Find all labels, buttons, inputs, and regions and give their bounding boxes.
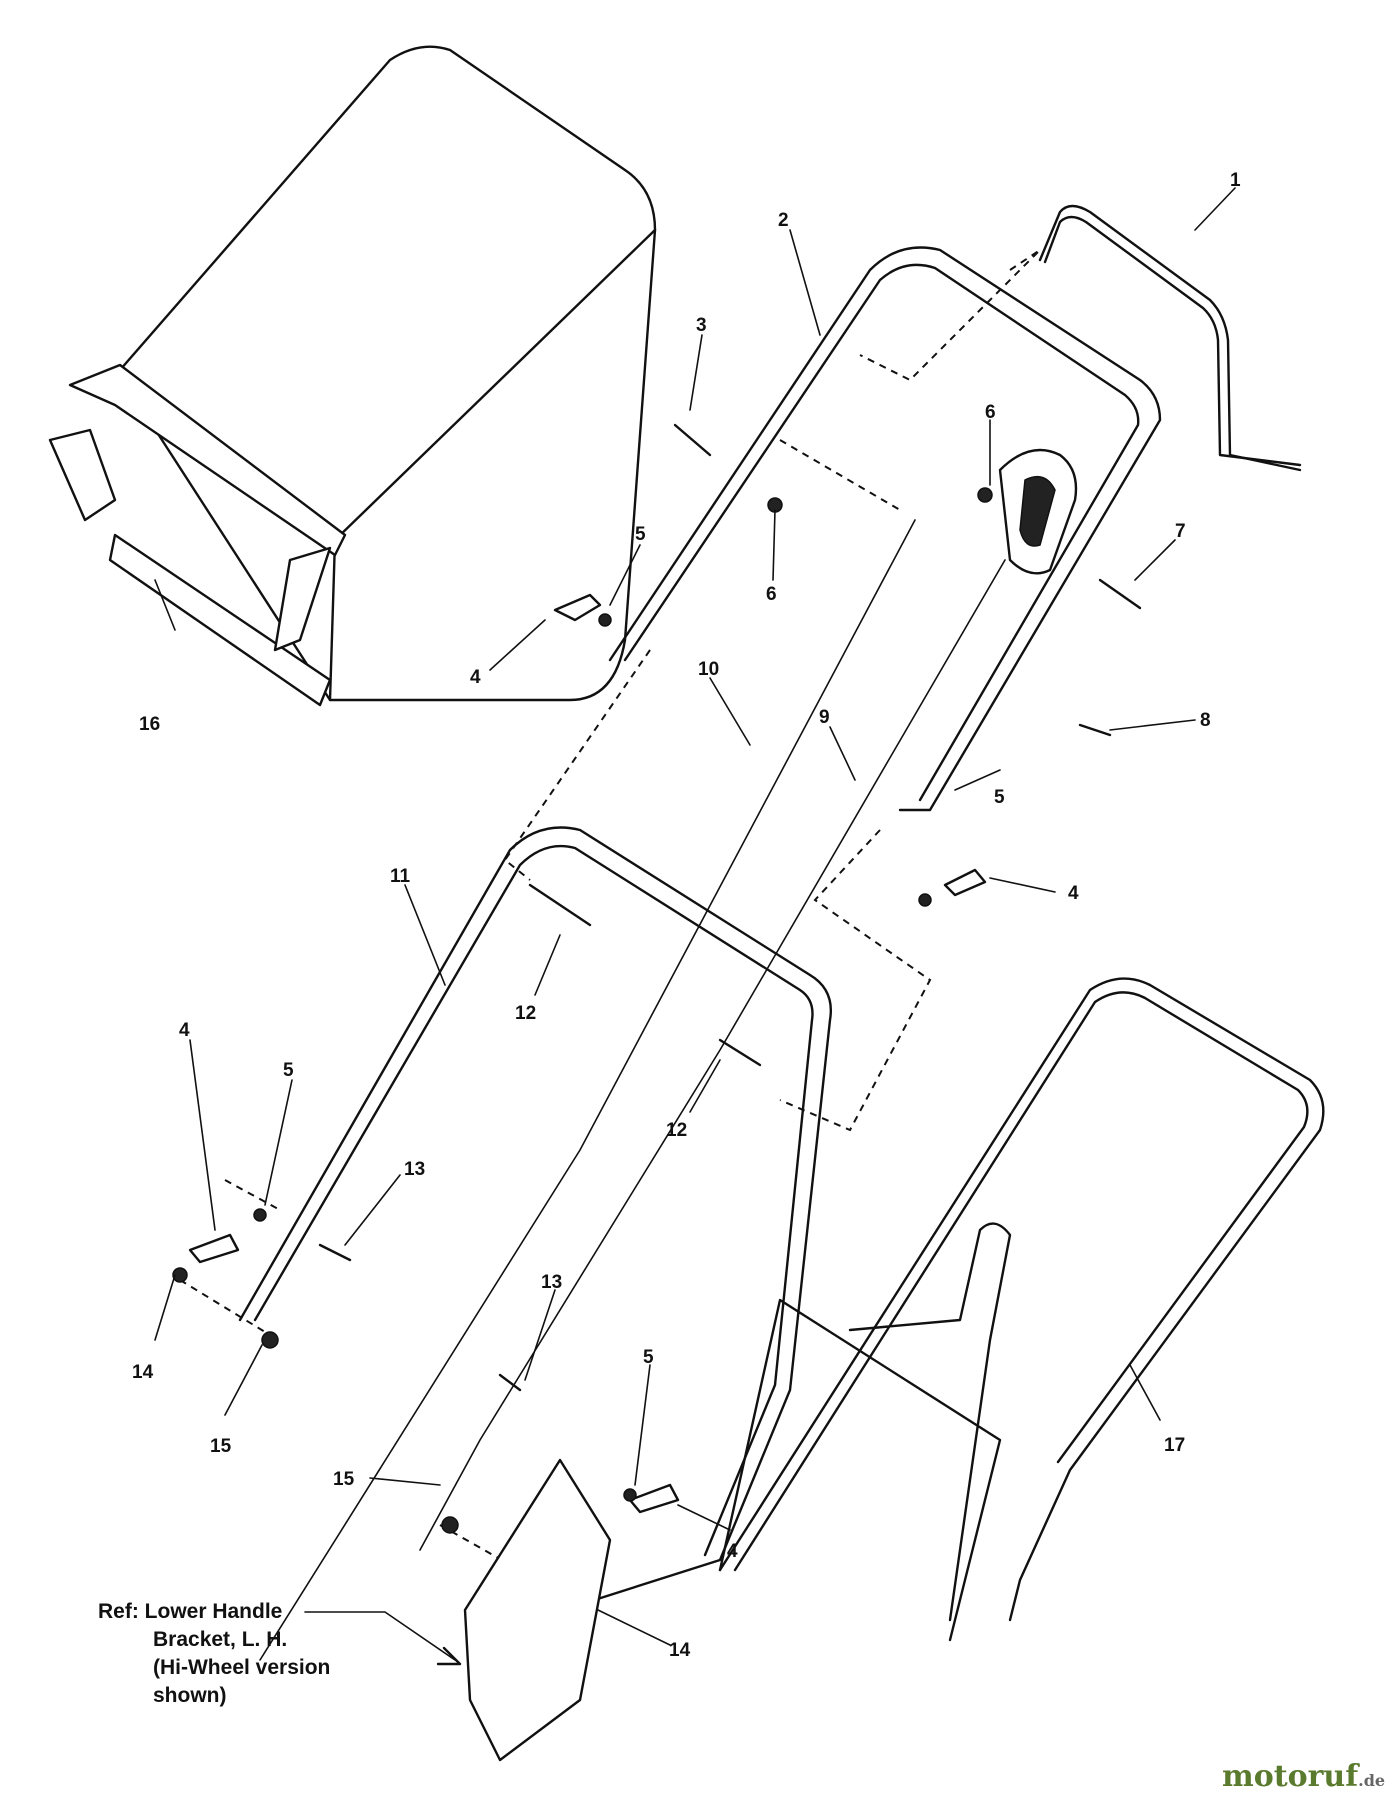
callout-4c: 4 bbox=[179, 1020, 190, 1041]
callout-1: 1 bbox=[1230, 170, 1241, 191]
reference-note-line2: Bracket, L. H. bbox=[153, 1628, 287, 1651]
callout-17: 17 bbox=[1164, 1435, 1185, 1456]
callout-7: 7 bbox=[1175, 521, 1186, 542]
upper-handle bbox=[608, 246, 1162, 812]
watermark-suffix: .de bbox=[1358, 1771, 1385, 1790]
lower-handle bbox=[238, 826, 832, 1632]
watermark-logo: motoruf.de bbox=[1222, 1759, 1385, 1794]
control-lever bbox=[998, 448, 1078, 575]
reference-note-line3: (Hi-Wheel version bbox=[153, 1656, 330, 1679]
callout-10: 10 bbox=[698, 659, 719, 680]
callout-4b: 4 bbox=[1068, 883, 1079, 904]
callout-12b: 12 bbox=[666, 1120, 687, 1141]
svg-text:motoruf.de: motoruf.de bbox=[1222, 1759, 1385, 1794]
callout-15b: 15 bbox=[333, 1469, 355, 1490]
callout-16: 16 bbox=[139, 714, 160, 735]
callout-5a: 5 bbox=[635, 524, 646, 545]
callout-13b: 13 bbox=[541, 1272, 562, 1293]
lower-handle-bracket bbox=[463, 1458, 612, 1762]
callout-labels: 1 2 3 4 5 6 6 7 8 9 10 11 12 12 5 4 4 bbox=[132, 170, 1241, 1661]
callout-5d: 5 bbox=[643, 1347, 654, 1368]
callout-3: 3 bbox=[696, 315, 707, 336]
callout-5b: 5 bbox=[994, 787, 1005, 808]
callout-6b: 6 bbox=[985, 402, 996, 423]
callout-11: 11 bbox=[390, 866, 411, 887]
reference-note-line4: shown) bbox=[153, 1684, 227, 1707]
watermark-text: motoruf bbox=[1222, 1759, 1360, 1794]
callout-14a: 14 bbox=[132, 1362, 154, 1383]
catcher-frame bbox=[718, 977, 1325, 1642]
callout-5c: 5 bbox=[283, 1060, 294, 1081]
callout-14b: 14 bbox=[669, 1640, 691, 1661]
callout-13a: 13 bbox=[404, 1159, 425, 1180]
operator-bail bbox=[1038, 204, 1302, 472]
cables bbox=[259, 519, 1006, 1661]
reference-note: Ref: Lower Handle Bracket, L. H. (Hi-Whe… bbox=[98, 1600, 462, 1707]
callout-12a: 12 bbox=[515, 1003, 536, 1024]
fastener-icons bbox=[172, 423, 1142, 1613]
reference-note-line1: Ref: Lower Handle bbox=[98, 1600, 282, 1623]
callout-9: 9 bbox=[819, 707, 830, 728]
callout-2: 2 bbox=[778, 210, 789, 231]
callout-8: 8 bbox=[1200, 710, 1211, 731]
callout-15a: 15 bbox=[210, 1436, 232, 1457]
callout-4a: 4 bbox=[470, 667, 481, 688]
callout-6a: 6 bbox=[766, 584, 777, 605]
grass-bag bbox=[48, 45, 657, 707]
callout-4d: 4 bbox=[727, 1541, 738, 1562]
wing-knob-icons bbox=[188, 593, 987, 1514]
